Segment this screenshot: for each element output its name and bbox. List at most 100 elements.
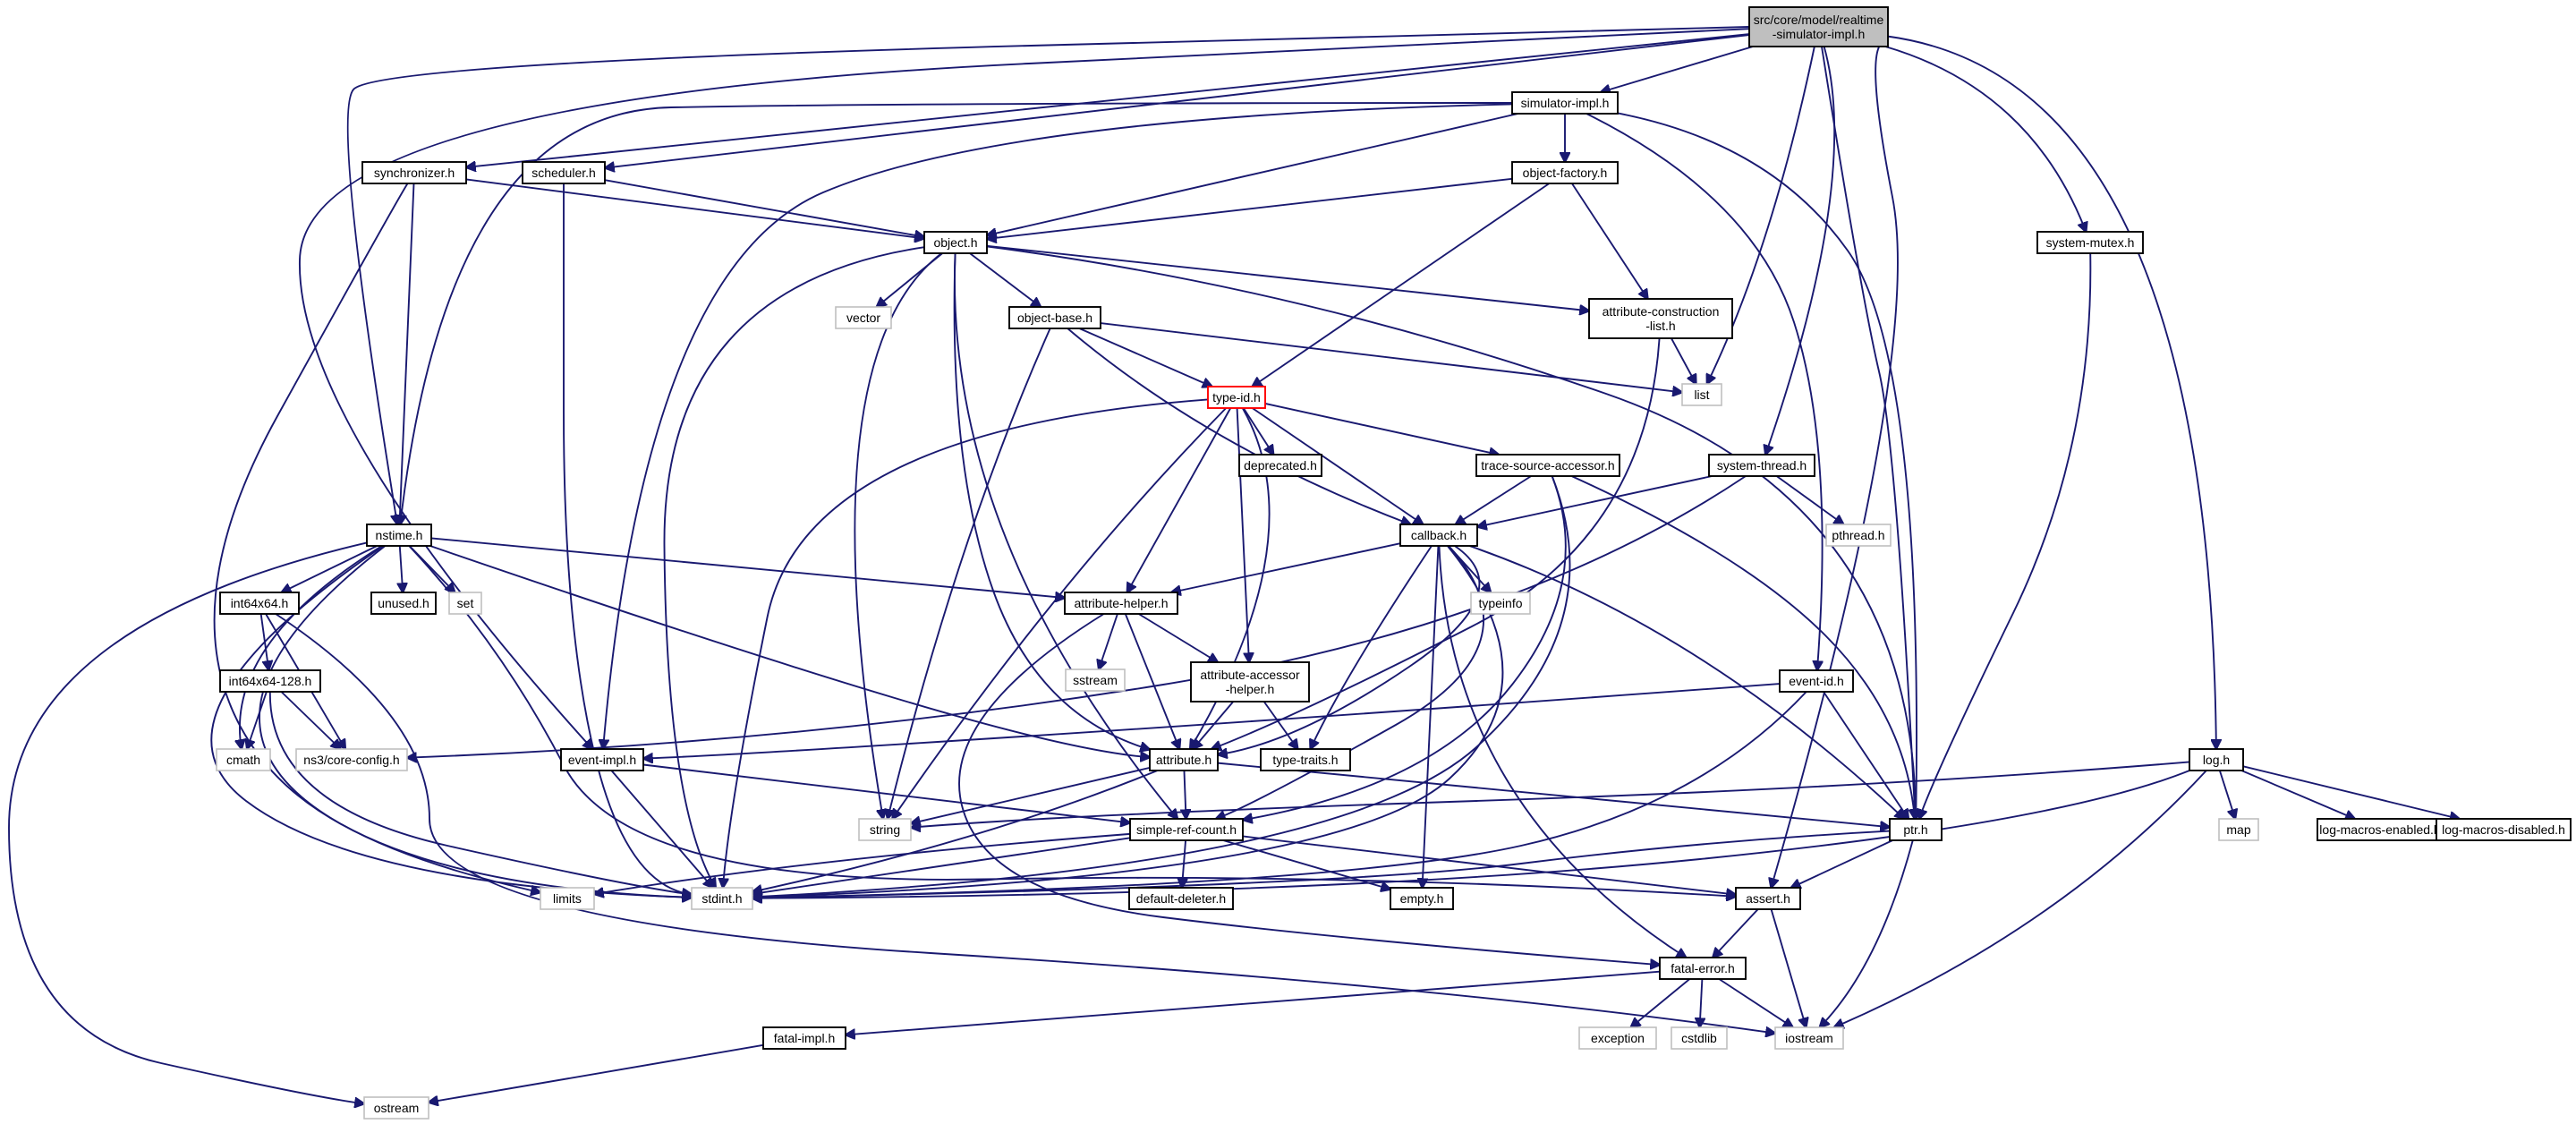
node-label: simple-ref-count.h: [1136, 822, 1237, 837]
node-event-impl[interactable]: event-impl.h: [560, 748, 644, 771]
edge-type-id-to-deprecated: [1242, 407, 1274, 455]
node-object[interactable]: object.h: [923, 231, 988, 254]
node-attribute[interactable]: attribute.h: [1149, 748, 1219, 771]
edge-object-to-ptr: [986, 245, 1916, 819]
node-log-macros-disabled[interactable]: log-macros-disabled.h: [2436, 818, 2572, 841]
node-label: int64x64.h: [231, 596, 289, 610]
node-root[interactable]: src/core/model/realtime-simulator-impl.h: [1748, 6, 1889, 47]
node-nstime[interactable]: nstime.h: [366, 524, 432, 547]
edge-root-to-simulator-impl: [1601, 46, 1754, 92]
node-unused[interactable]: unused.h: [370, 592, 437, 615]
node-label: log-macros-disabled.h: [2442, 822, 2565, 837]
node-box: [370, 592, 437, 615]
edge-nstime-to-unused: [400, 545, 403, 592]
edge-simple-ref-count-to-limits: [594, 832, 1131, 894]
node-ostream: ostream: [363, 1096, 429, 1120]
edge-root-to-ptr: [1821, 46, 1915, 819]
node-trace-source-accessor[interactable]: trace-source-accessor.h: [1475, 454, 1620, 477]
node-label: -simulator-impl.h: [1773, 27, 1865, 41]
node-empty[interactable]: empty.h: [1390, 887, 1454, 910]
node-box: [216, 748, 271, 771]
node-box: [1774, 1026, 1844, 1050]
edge-simulator-impl-to-ptr: [1617, 112, 1917, 819]
edge-fatal-error-to-exception: [1631, 978, 1690, 1027]
node-box: [2218, 818, 2259, 841]
edge-root-to-system-mutex: [1884, 46, 2086, 232]
edge-simple-ref-count-to-stdint: [752, 837, 1131, 894]
edge-system-mutex-to-ptr: [1919, 252, 2092, 819]
node-fatal-impl[interactable]: fatal-impl.h: [762, 1026, 846, 1050]
node-deprecated[interactable]: deprecated.h: [1238, 454, 1322, 477]
edge-event-impl-to-stdint: [610, 770, 712, 888]
node-box: [1399, 524, 1478, 547]
node-label: typeinfo: [1478, 596, 1522, 610]
node-set: set: [448, 592, 482, 615]
node-box: [1207, 386, 1266, 409]
node-system-thread[interactable]: system-thread.h: [1708, 454, 1815, 477]
node-attribute-construction-list[interactable]: attribute-construction-list.h: [1588, 298, 1733, 339]
node-log[interactable]: log.h: [2189, 748, 2244, 771]
node-int64x64[interactable]: int64x64.h: [219, 592, 300, 615]
edge-fatal-error-to-cstdlib: [1700, 978, 1703, 1027]
node-label: log-macros-enabled.h: [2319, 822, 2440, 837]
edge-object-to-stdint: [663, 246, 925, 888]
edge-object-to-simple-ref-count: [954, 252, 1177, 819]
node-attribute-helper[interactable]: attribute-helper.h: [1064, 592, 1178, 615]
edge-root-to-event-impl: [299, 28, 1750, 749]
node-scheduler[interactable]: scheduler.h: [522, 161, 606, 184]
node-system-mutex[interactable]: system-mutex.h: [2036, 231, 2144, 254]
edge-attribute-construction-list-to-list: [1671, 337, 1696, 384]
node-box: [448, 592, 482, 615]
node-object-factory[interactable]: object-factory.h: [1511, 161, 1619, 184]
node-log-macros-enabled[interactable]: log-macros-enabled.h: [2317, 818, 2444, 841]
node-assert[interactable]: assert.h: [1735, 887, 1801, 910]
node-box: [540, 887, 595, 910]
node-attribute-accessor-helper[interactable]: attribute-accessor-helper.h: [1190, 661, 1310, 702]
node-event-id[interactable]: event-id.h: [1779, 669, 1854, 693]
node-label: string: [870, 822, 900, 837]
node-label: map: [2226, 822, 2250, 837]
edge-trace-source-accessor-to-stdint: [752, 475, 1571, 897]
node-object-base[interactable]: object-base.h: [1008, 306, 1101, 329]
node-type-traits[interactable]: type-traits.h: [1260, 748, 1351, 771]
node-typeinfo: typeinfo: [1470, 592, 1531, 615]
node-ptr[interactable]: ptr.h: [1889, 818, 1943, 841]
node-simulator-impl[interactable]: simulator-impl.h: [1511, 91, 1619, 115]
node-label: attribute.h: [1156, 753, 1211, 767]
node-default-deleter[interactable]: default-deleter.h: [1128, 887, 1234, 910]
edge-object-base-to-string: [888, 328, 1051, 819]
edge-attribute-to-stdint: [752, 770, 1158, 892]
edge-simulator-impl-to-event-id: [1586, 113, 1822, 670]
node-label: system-thread.h: [1717, 458, 1807, 473]
node-simple-ref-count[interactable]: simple-ref-count.h: [1129, 818, 1244, 841]
edge-int64x64-128-to-stdint: [268, 691, 692, 895]
edge-attribute-to-ptr: [1217, 762, 1890, 828]
node-box: [2189, 748, 2244, 771]
node-label: default-deleter.h: [1136, 891, 1226, 906]
node-label: cmath: [226, 753, 260, 767]
node-type-id[interactable]: type-id.h: [1207, 386, 1266, 409]
node-limits: limits: [540, 887, 595, 910]
node-box: [1825, 524, 1892, 547]
node-label: src/core/model/realtime: [1754, 13, 1884, 27]
node-box: [858, 818, 912, 841]
edge-object-to-string: [854, 252, 942, 819]
node-synchronizer[interactable]: synchronizer.h: [361, 161, 467, 184]
node-label: -list.h: [1645, 319, 1675, 333]
edge-root-to-list: [1707, 46, 1815, 384]
node-box: [1511, 91, 1619, 115]
node-label: system-mutex.h: [2046, 235, 2135, 250]
edge-attribute-accessor-helper-to-type-traits: [1262, 701, 1298, 749]
node-box: [2436, 818, 2572, 841]
node-callback[interactable]: callback.h: [1399, 524, 1478, 547]
edge-event-id-to-ptr: [1823, 691, 1909, 819]
node-label: trace-source-accessor.h: [1481, 458, 1614, 473]
node-fatal-error[interactable]: fatal-error.h: [1659, 957, 1747, 980]
node-int64x64-128[interactable]: int64x64-128.h: [219, 669, 321, 693]
node-label: ns3/core-config.h: [303, 753, 399, 767]
node-vector: vector: [835, 306, 892, 329]
node-box: [2036, 231, 2144, 254]
edge-synchronizer-to-nstime: [400, 183, 415, 524]
edge-object-to-object-base: [969, 252, 1041, 307]
